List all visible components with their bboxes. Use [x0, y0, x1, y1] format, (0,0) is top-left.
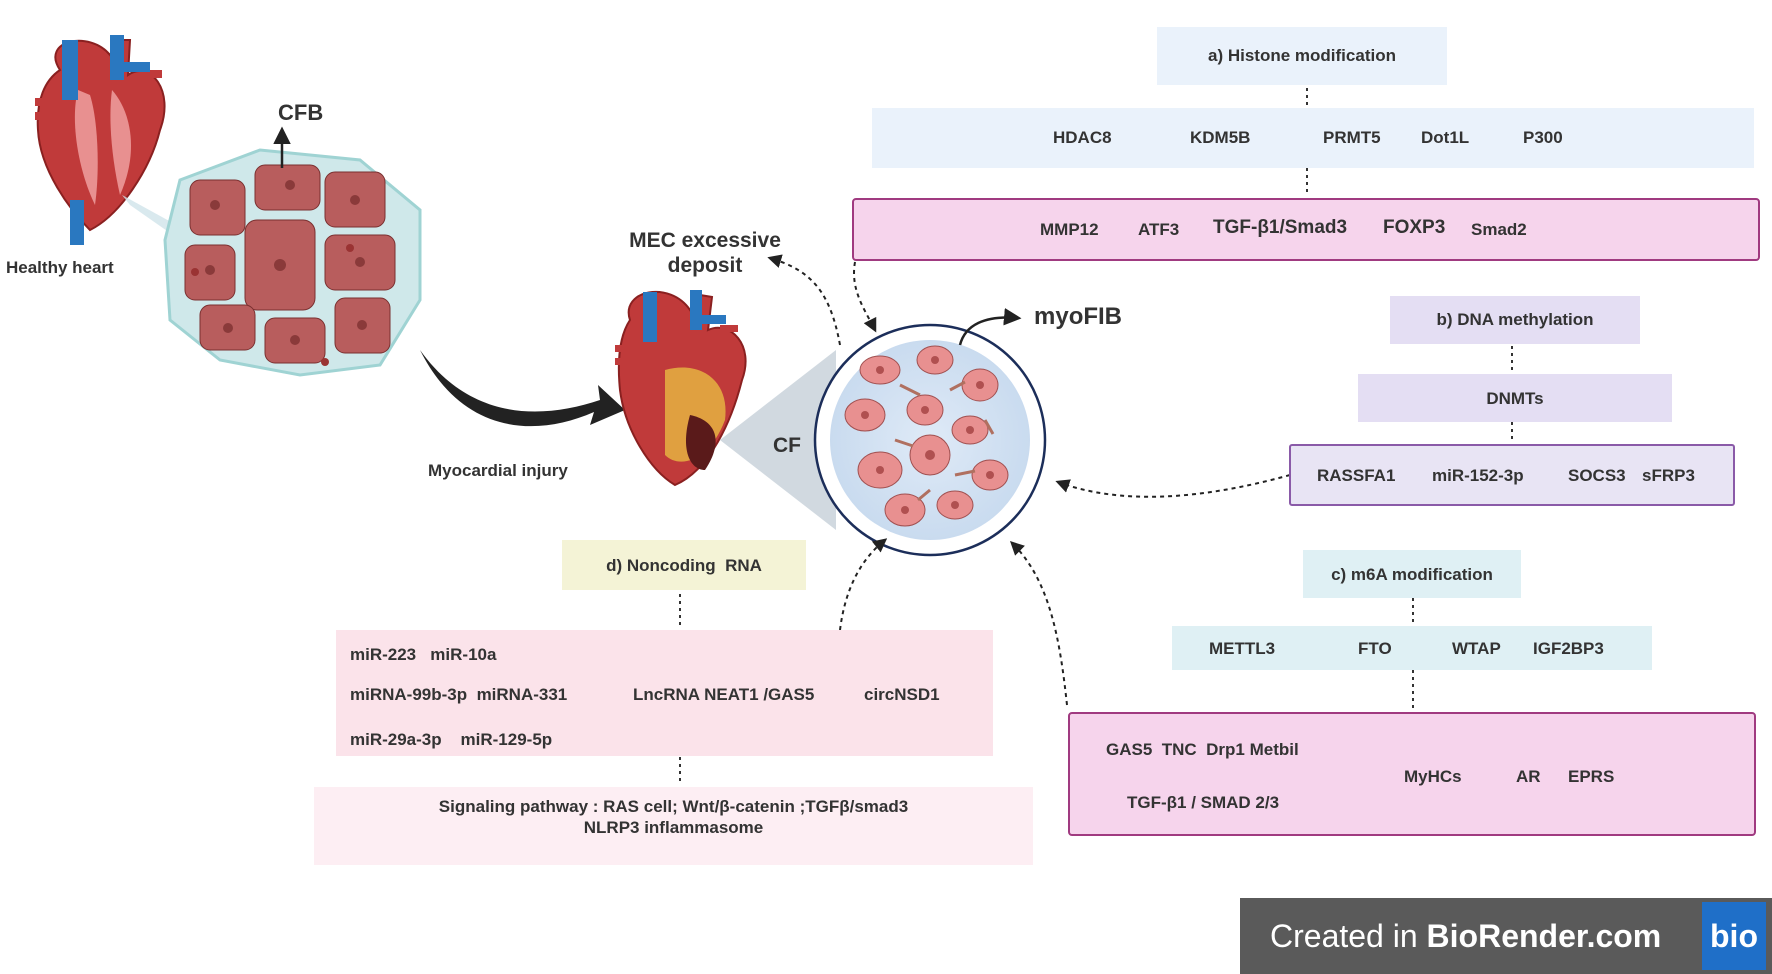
healthy-heart-icon	[35, 35, 166, 245]
m6a-enzyme-mettl3: METTL3	[1209, 639, 1276, 658]
dna-target-mir152: miR-152-3p	[1432, 466, 1524, 485]
m6a-title-box	[1303, 550, 1521, 598]
histone-enzyme-kdm5b: KDM5B	[1190, 128, 1251, 147]
cfb-label: CFB	[278, 100, 324, 125]
histone-target-atf3: ATF3	[1138, 220, 1180, 239]
m6a-targets-row1: GAS5 TNC Drp1 Metbil	[1106, 740, 1299, 759]
ncrna-pathway-box	[314, 787, 1033, 865]
cf-zoom-cone	[720, 350, 836, 530]
m6a-target-eprs: EPRS	[1568, 767, 1615, 786]
ncrna-row2b: LncRNA NEAT1 /GAS5	[633, 685, 815, 704]
watermark-text: Created in BioRender.com	[1270, 918, 1661, 955]
dna-to-cf-arrow	[1055, 474, 1291, 498]
m6a-to-cf-arrow	[1009, 541, 1068, 706]
biorender-logo-icon: bio	[1702, 902, 1766, 970]
histone-target-foxp3: FOXP3	[1383, 217, 1446, 238]
myofib-label: myoFIB	[1034, 303, 1123, 330]
mec-deposit-line2: deposit	[667, 254, 743, 277]
ncrna-pathway-line2: NLRP3 inflammasome	[583, 818, 764, 837]
dna-title: b) DNA methylation	[1436, 310, 1594, 329]
cf-tissue-circle-icon	[813, 323, 1047, 557]
histone-target-mmp12: MMP12	[1040, 220, 1099, 239]
dna-target-rassfa1: RASSFA1	[1317, 466, 1396, 485]
m6a-enzyme-fto: FTO	[1358, 639, 1392, 658]
ncrna-row3: miR-29a-3p miR-129-5p	[350, 730, 553, 749]
histone-target-smad2: Smad2	[1471, 220, 1527, 239]
histone-target-tgfb1-smad3: TGF-β1/Smad3	[1213, 217, 1348, 238]
cf-label: CF	[773, 434, 801, 457]
histone-enzyme-p300: P300	[1523, 128, 1563, 147]
histone-to-cf-arrow	[853, 261, 877, 333]
injury-arrow	[420, 350, 625, 427]
histone-enzyme-prmt5: PRMT5	[1323, 128, 1381, 147]
histone-enzymes-box	[872, 108, 1754, 168]
watermark-prefix: Created in	[1270, 918, 1427, 954]
cfb-tissue-icon	[163, 148, 422, 377]
histone-title-box	[1157, 27, 1447, 85]
histone-title: a) Histone modification	[1208, 46, 1396, 65]
ncrna-title: d) Noncoding RNA	[606, 556, 762, 575]
dna-title-box	[1390, 296, 1640, 344]
biorender-watermark: Created in BioRender.com bio	[1240, 898, 1772, 974]
ncrna-row2a: miRNA-99b-3p miRNA-331	[350, 685, 568, 704]
m6a-enzyme-igf2bp3: IGF2BP3	[1533, 639, 1604, 658]
mec-deposit-label: MEC excessive deposit	[620, 228, 790, 278]
watermark-brand: BioRender.com	[1426, 918, 1662, 954]
histone-enzyme-dot1l: Dot1L	[1421, 128, 1470, 147]
dna-target-socs3: SOCS3	[1568, 466, 1626, 485]
dna-enzyme-dnmts: DNMTs	[1486, 389, 1544, 408]
m6a-enzyme-wtap: WTAP	[1452, 639, 1501, 658]
ncrna-pathway-line1: Signaling pathway : RAS cell; Wnt/β-cate…	[438, 797, 909, 816]
m6a-enzymes-box	[1172, 626, 1652, 670]
m6a-target-ar: AR	[1516, 767, 1541, 786]
myocardial-injury-label: Myocardial injury	[428, 461, 568, 480]
ncrna-row1: miR-223 miR-10a	[350, 645, 497, 664]
mec-deposit-line1: MEC excessive	[629, 229, 781, 252]
healthy-heart-label: Healthy heart	[6, 258, 114, 277]
ncrna-row2c: circNSD1	[864, 685, 940, 704]
dna-enzyme-box	[1358, 374, 1672, 422]
histone-targets-box	[852, 198, 1760, 261]
m6a-targets-row2: TGF-β1 / SMAD 2/3	[1127, 793, 1280, 812]
mec-arrow	[767, 254, 841, 346]
dna-target-sfrp3: sFRP3	[1642, 466, 1695, 485]
m6a-target-myhcs: MyHCs	[1404, 767, 1462, 786]
ncrna-title-box	[562, 540, 806, 590]
injured-heart-icon	[615, 290, 747, 487]
m6a-title: c) m6A modification	[1331, 565, 1493, 584]
m6a-targets-box	[1068, 712, 1756, 836]
ncrna-to-cf-arrow	[839, 538, 888, 631]
myofib-arrow	[958, 308, 1022, 346]
dna-targets-box	[1289, 444, 1735, 506]
histone-enzyme-hdac8: HDAC8	[1053, 128, 1112, 147]
ncrna-list-box	[336, 630, 993, 756]
